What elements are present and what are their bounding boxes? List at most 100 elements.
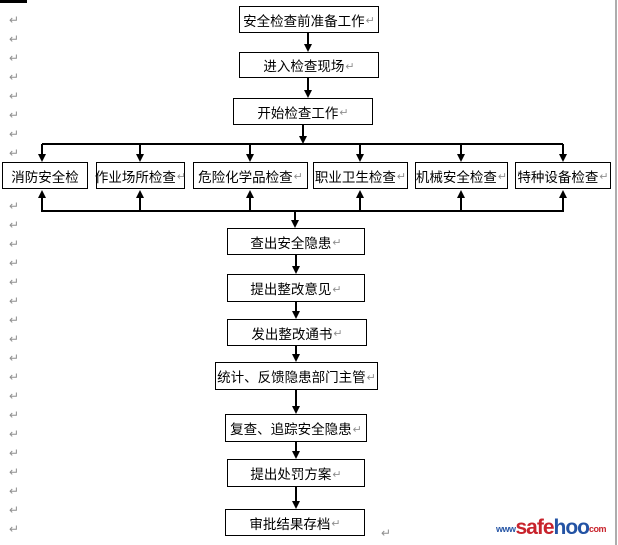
flow-node-label: 安全检查前准备工作 (243, 13, 365, 29)
connector-line (295, 302, 297, 313)
line-break-mark: ↵ (9, 237, 20, 251)
flow-node-label: 提出处罚方案 (250, 467, 332, 482)
line-break-mark: ↵ (396, 171, 407, 183)
flow-node-chemical: 危险化学品检查↵ (193, 162, 308, 189)
flow-node-archive: 审批结果存档↵ (225, 509, 365, 536)
flow-node-label: 危险化学品检查 (198, 169, 293, 185)
line-break-mark: ↵ (339, 107, 349, 119)
arrowhead-down-icon (291, 406, 300, 414)
flow-node-recheck: 复查、追踪安全隐患↵ (225, 414, 367, 442)
flow-node-occupational: 职业卫生检查↵ (313, 162, 408, 189)
line-break-mark: ↵ (9, 256, 20, 270)
table-anchor-mark (0, 0, 27, 3)
flow-node-stat: 统计、反馈隐患部门主管↵ (215, 362, 378, 390)
line-break-mark: ↵ (599, 171, 609, 183)
arrowhead-down-icon (291, 311, 300, 319)
line-break-mark: ↵ (345, 60, 355, 73)
connector-line (41, 144, 43, 156)
flow-node-label: 提出整改意见 (250, 282, 332, 297)
arrowhead-down-icon (456, 154, 465, 162)
line-break-mark: ↵ (352, 423, 362, 436)
line-break-mark: ↵ (9, 465, 20, 479)
line-break-mark: ↵ (9, 294, 20, 308)
connector-line (295, 390, 297, 408)
connector-line (295, 255, 297, 268)
line-break-mark: ↵ (9, 313, 20, 327)
arrowhead-down-icon (245, 154, 254, 162)
connector-line (302, 125, 304, 138)
arrowhead-up-icon (37, 190, 46, 198)
arrowhead-down-icon (298, 136, 307, 144)
line-break-mark: ↵ (9, 13, 20, 27)
line-break-mark: ↵ (9, 127, 20, 141)
arrowhead-up-icon (245, 190, 254, 198)
line-break-mark: ↵ (333, 328, 343, 340)
line-break-mark: ↵ (9, 503, 20, 517)
arrowhead-down-icon (290, 220, 299, 228)
watermark-hoo: hoo (553, 516, 590, 539)
flow-node-fire: 消防安全检 (2, 162, 88, 189)
connector-line (249, 196, 251, 212)
flow-node-label: 特种设备检查 (517, 169, 599, 185)
connector-line (42, 143, 563, 145)
connector-line (359, 196, 361, 212)
arrowhead-down-icon (291, 266, 300, 274)
arrowhead-down-icon (355, 154, 364, 162)
flow-node-propose: 提出整改意见↵ (227, 274, 365, 302)
connector-line (249, 144, 251, 156)
line-break-mark: ↵ (366, 371, 376, 384)
connector-line (295, 442, 297, 453)
line-break-mark: ↵ (9, 199, 20, 213)
flow-node-label: 进入检查现场 (263, 59, 345, 74)
line-break-mark: ↵ (9, 89, 20, 103)
line-break-mark: ↵ (9, 351, 20, 365)
line-break-mark: ↵ (293, 171, 303, 183)
connector-line (139, 144, 141, 156)
flow-node-label: 开始检查工作 (257, 105, 339, 121)
watermark-com: com (589, 524, 607, 534)
flow-node-label: 审批结果存档 (249, 516, 331, 532)
line-break-mark: ↵ (9, 484, 20, 498)
arrowhead-down-icon (303, 90, 312, 98)
line-break-mark: ↵ (9, 70, 20, 84)
line-break-mark: ↵ (381, 526, 392, 540)
connector-line (294, 211, 296, 222)
line-break-mark: ↵ (176, 171, 187, 183)
flow-node-issue: 发出整改通书↵ (227, 319, 367, 346)
watermark-www: www (495, 524, 516, 534)
arrowhead-down-icon (558, 154, 567, 162)
flow-node-label: 机械安全检查 (415, 169, 497, 185)
flow-node-workplace: 作业场所检查↵ (94, 162, 187, 189)
line-break-mark: ↵ (9, 522, 20, 536)
line-break-mark: ↵ (9, 32, 20, 46)
arrowhead-down-icon (37, 154, 46, 162)
line-break-mark: ↵ (365, 15, 375, 27)
flow-node-label: 作业场所检查 (94, 169, 176, 185)
arrowhead-up-icon (135, 190, 144, 198)
line-break-mark: ↵ (331, 518, 341, 530)
flow-node-start: 开始检查工作↵ (233, 98, 373, 125)
connector-line (41, 196, 43, 212)
line-break-mark: ↵ (9, 146, 20, 160)
connector-line (139, 196, 141, 212)
line-break-mark: ↵ (332, 237, 342, 249)
line-break-mark: ↵ (9, 446, 20, 460)
flow-node-label: 发出整改通书 (251, 326, 333, 342)
arrowhead-up-icon (355, 190, 364, 198)
connector-line (295, 346, 297, 356)
flow-node-label: 统计、反馈隐患部门主管 (217, 370, 366, 385)
flow-node-prep: 安全检查前准备工作↵ (239, 6, 379, 33)
arrowhead-down-icon (303, 44, 312, 52)
line-break-mark: ↵ (9, 370, 20, 384)
line-break-mark: ↵ (497, 171, 508, 183)
connector-line (42, 210, 563, 212)
connector-line (562, 144, 564, 156)
flow-node-label: 查出安全隐患 (250, 235, 332, 251)
flow-node-punish: 提出处罚方案↵ (227, 459, 365, 487)
line-break-mark: ↵ (9, 408, 20, 422)
connector-line (562, 196, 564, 212)
page-right-border (615, 0, 617, 545)
line-break-mark: ↵ (9, 389, 20, 403)
